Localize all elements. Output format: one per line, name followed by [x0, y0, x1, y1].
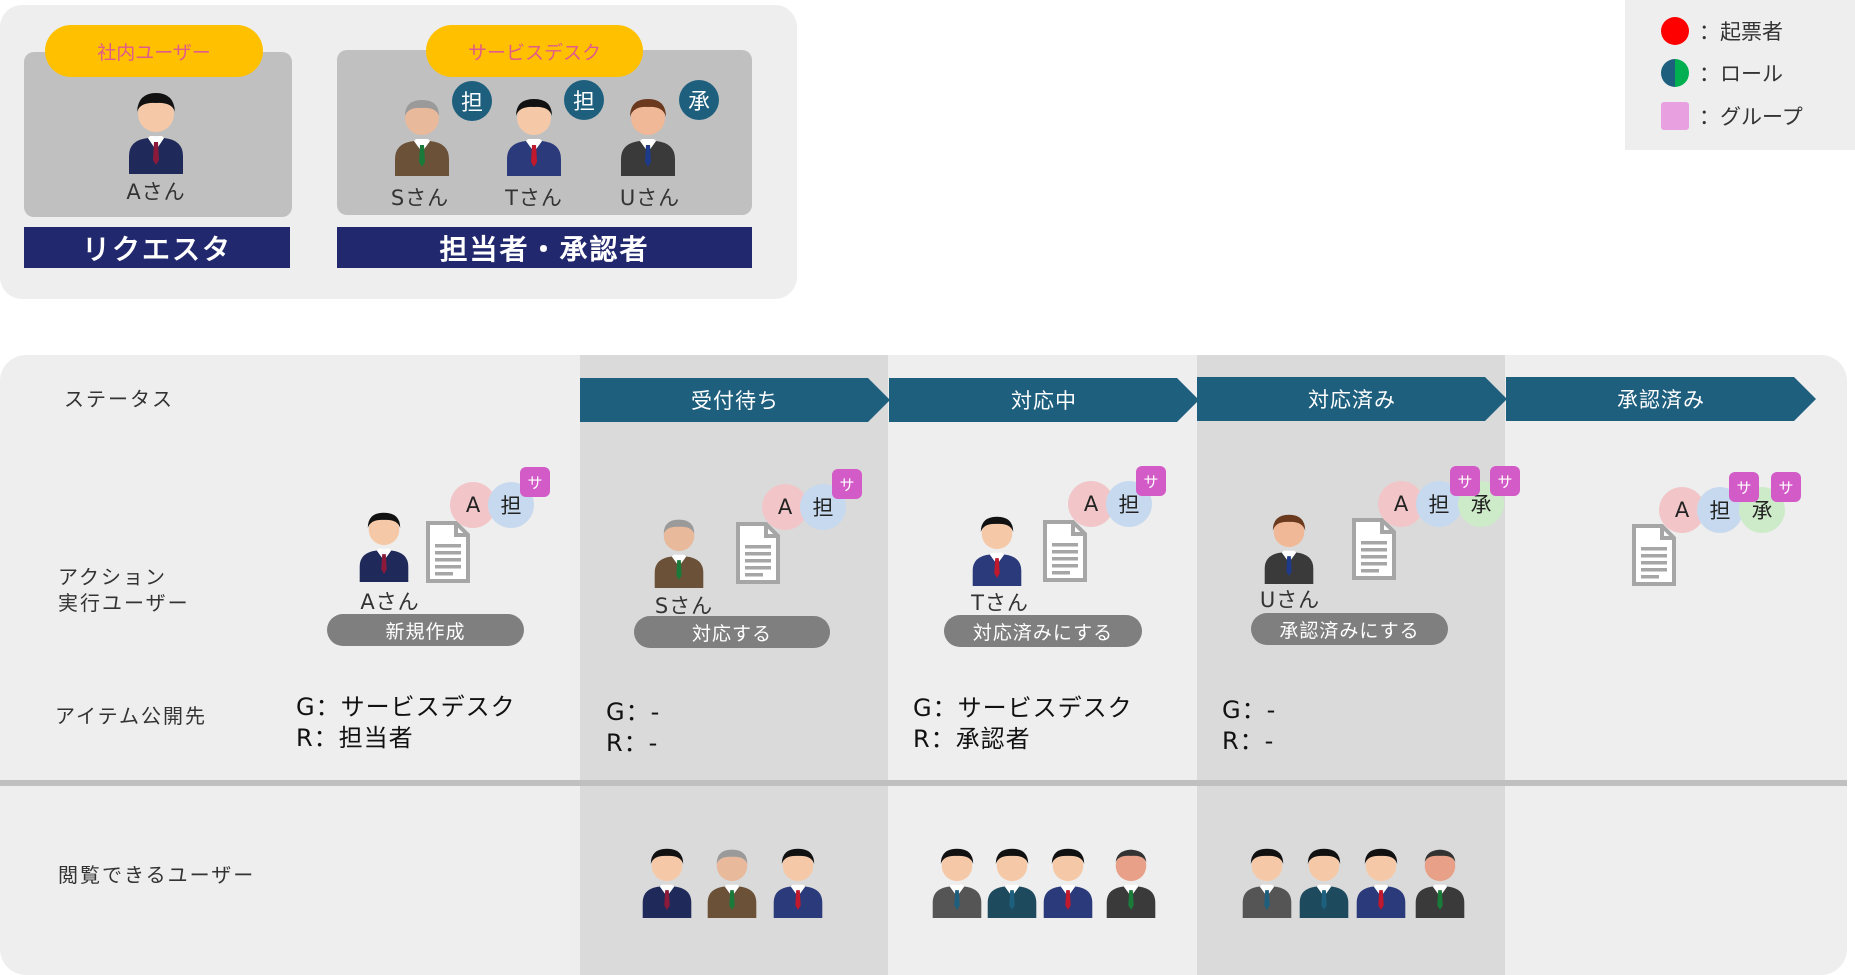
creator-badge: A — [1659, 487, 1705, 533]
document-icon — [1350, 517, 1398, 581]
assignee-name: Sさん — [390, 186, 450, 210]
document-icon — [1041, 519, 1089, 583]
legend-item: ：起票者 — [1661, 16, 1783, 46]
publish-group: G：サービスデスク — [913, 694, 1133, 722]
creator-badge: A — [450, 482, 496, 528]
legend-label: ：グループ — [1699, 105, 1803, 129]
creator-marker-icon — [1661, 17, 1689, 45]
group-badge: サ — [1450, 466, 1480, 496]
status-arrow: 対応済み — [1197, 377, 1507, 421]
viewer-person-icon — [640, 846, 694, 918]
action-button[interactable]: 新規作成 — [327, 614, 524, 646]
row-label-action-line: アクション — [58, 565, 167, 589]
group-badge: サ — [832, 469, 862, 499]
action-user: Uさん — [1259, 588, 1321, 612]
servicedesk-group-box — [337, 50, 752, 215]
role-assignee-icon: 担 — [564, 80, 604, 120]
requester-name: Aさん — [126, 180, 186, 204]
viewer-person-icon — [1104, 846, 1158, 918]
requester-group-box — [24, 52, 292, 217]
assignee-badge: 担 — [1697, 487, 1743, 533]
action-user: Tさん — [971, 591, 1029, 615]
row-divider — [0, 780, 1847, 786]
action-button[interactable]: 対応する — [634, 616, 830, 648]
row-label-publish: アイテム公開先 — [55, 704, 207, 728]
viewer-person-icon — [771, 846, 825, 918]
publish-role: R：担当者 — [296, 724, 414, 752]
publish-target: G：サービスデスク R：担当者 — [296, 692, 516, 754]
viewer-person-icon — [1297, 846, 1351, 918]
group-badge: サ — [520, 467, 550, 497]
legend-item: ：グループ — [1661, 101, 1803, 131]
requester-title: リクエスタ — [24, 227, 290, 268]
approver-name: Uさん — [619, 186, 681, 210]
row-label-viewers: 閲覧できるユーザー — [58, 863, 256, 887]
action-user: Aさん — [360, 590, 420, 614]
row-label-action: アクション 実行ユーザー — [58, 564, 190, 616]
publish-group: G：- — [606, 698, 661, 726]
publish-target: G：サービスデスク R：承認者 — [913, 693, 1133, 755]
viewer-person-icon — [930, 846, 984, 918]
legend-label: ：起票者 — [1699, 20, 1783, 44]
publish-role: R：承認者 — [913, 725, 1031, 753]
person-icon — [357, 510, 411, 582]
action-user: Sさん — [654, 594, 714, 618]
action-button[interactable]: 対応済みにする — [944, 615, 1142, 647]
status-arrow: 受付待ち — [580, 378, 890, 422]
assignees-title: 担当者・承認者 — [337, 227, 752, 268]
publish-target: G：- R：- — [1222, 695, 1276, 757]
viewer-person-icon — [1413, 846, 1467, 918]
publish-role: R：- — [1222, 727, 1275, 755]
assignee-name: Tさん — [505, 186, 563, 210]
legend-item: ：ロール — [1661, 58, 1783, 88]
viewer-person-icon — [985, 846, 1039, 918]
person-icon — [970, 514, 1024, 586]
assignee-badge: 担 — [1106, 481, 1152, 527]
document-icon — [1630, 523, 1678, 587]
flow-panel — [0, 355, 1847, 975]
viewer-person-icon — [1041, 846, 1095, 918]
row-label-action-line: 実行ユーザー — [58, 591, 190, 615]
status-arrow: 対応中 — [889, 378, 1199, 422]
legend: ：起票者 ：ロール ：グループ — [1625, 0, 1855, 150]
person-icon — [504, 96, 564, 176]
role-approver-icon: 承 — [679, 80, 719, 120]
publish-target: G：- R：- — [606, 697, 660, 759]
row-label-status: ステータス — [64, 387, 174, 411]
group-badge: サ — [1136, 466, 1166, 496]
group-badge: サ — [1771, 472, 1801, 502]
role-marker-icon — [1661, 59, 1689, 87]
servicedesk-group-pill: サービスデスク — [426, 25, 643, 77]
requester-group-pill: 社内ユーザー — [45, 25, 263, 77]
document-icon — [424, 520, 472, 584]
group-marker-icon — [1661, 102, 1689, 130]
status-arrow: 承認済み — [1506, 377, 1816, 421]
group-badge: サ — [1729, 472, 1759, 502]
viewer-person-icon — [1354, 846, 1408, 918]
role-assignee-icon: 担 — [452, 81, 492, 121]
publish-group: G：サービスデスク — [296, 693, 516, 721]
publish-group: G：- — [1222, 696, 1277, 724]
person-icon — [126, 90, 186, 174]
document-icon — [734, 521, 782, 585]
person-icon — [392, 96, 452, 176]
viewer-person-icon — [1240, 846, 1294, 918]
legend-label: ：ロール — [1699, 62, 1783, 86]
person-icon — [652, 516, 706, 588]
publish-role: R：- — [606, 729, 659, 757]
viewer-person-icon — [705, 846, 759, 918]
group-badge: サ — [1490, 466, 1520, 496]
action-button[interactable]: 承認済みにする — [1251, 613, 1448, 645]
person-icon — [1262, 512, 1316, 584]
person-icon — [618, 96, 678, 176]
